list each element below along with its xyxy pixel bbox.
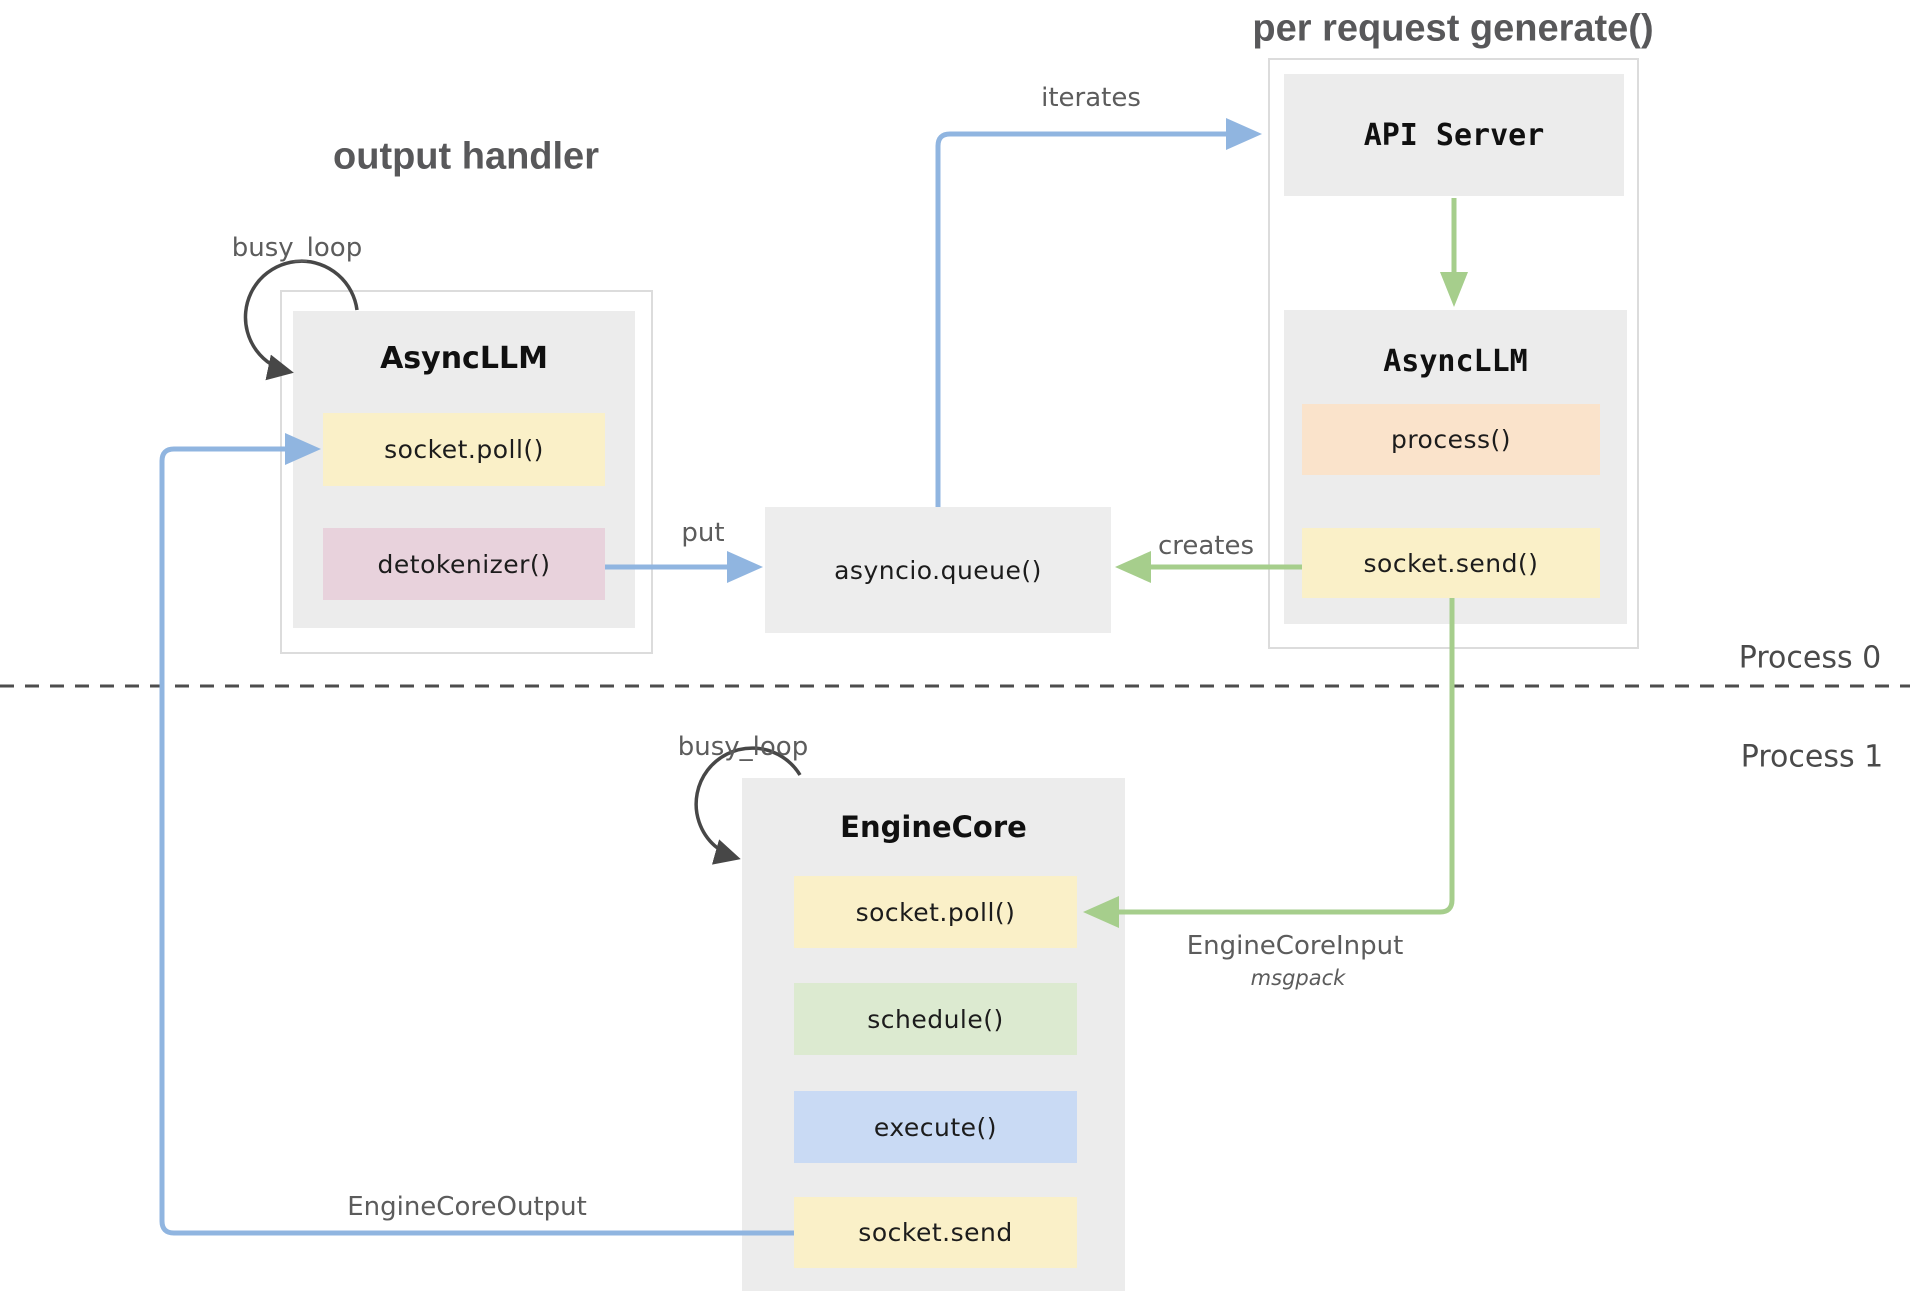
engine-socket-poll-box: socket.poll() [794, 876, 1077, 948]
busy-loop-left-label: busy_loop [231, 233, 363, 263]
api-server-box: API Server [1284, 74, 1624, 196]
engine-core-title: EngineCore [840, 810, 1027, 844]
process-1-label: Process 1 [1740, 739, 1884, 775]
engine-socket-send-box: socket.send [794, 1197, 1077, 1268]
socket-send-right-box: socket.send() [1302, 528, 1600, 598]
iterates-label: iterates [1041, 83, 1141, 113]
asyncio-queue-box: asyncio.queue() [765, 507, 1111, 633]
async-llm-left-title: AsyncLLM [380, 341, 548, 376]
per-request-generate-title: per request generate() [1252, 7, 1654, 50]
msgpack-label: msgpack [1250, 966, 1346, 990]
creates-label: creates [1157, 531, 1255, 561]
creates-arrowhead [1115, 551, 1151, 583]
put-label: put [681, 518, 725, 548]
process-box: process() [1302, 404, 1600, 475]
put-arrowhead [727, 551, 763, 583]
engine-core-input-label: EngineCoreInput [1186, 931, 1404, 961]
detokenizer-box: detokenizer() [323, 528, 605, 600]
socket-poll-left-box: socket.poll() [323, 413, 605, 486]
output-handler-title: output handler [333, 135, 599, 178]
process-0-label: Process 0 [1738, 640, 1882, 676]
async-llm-right-title: AsyncLLM [1383, 344, 1528, 379]
api-server-title: API Server [1363, 117, 1545, 153]
iterates-line [935, 131, 1228, 507]
engine-core-output-label: EngineCoreOutput [347, 1192, 587, 1222]
iterates-arrowhead [1226, 118, 1262, 150]
execute-box: execute() [794, 1091, 1077, 1163]
schedule-box: schedule() [794, 983, 1077, 1055]
busy-loop-right-label: busy_loop [677, 732, 809, 762]
